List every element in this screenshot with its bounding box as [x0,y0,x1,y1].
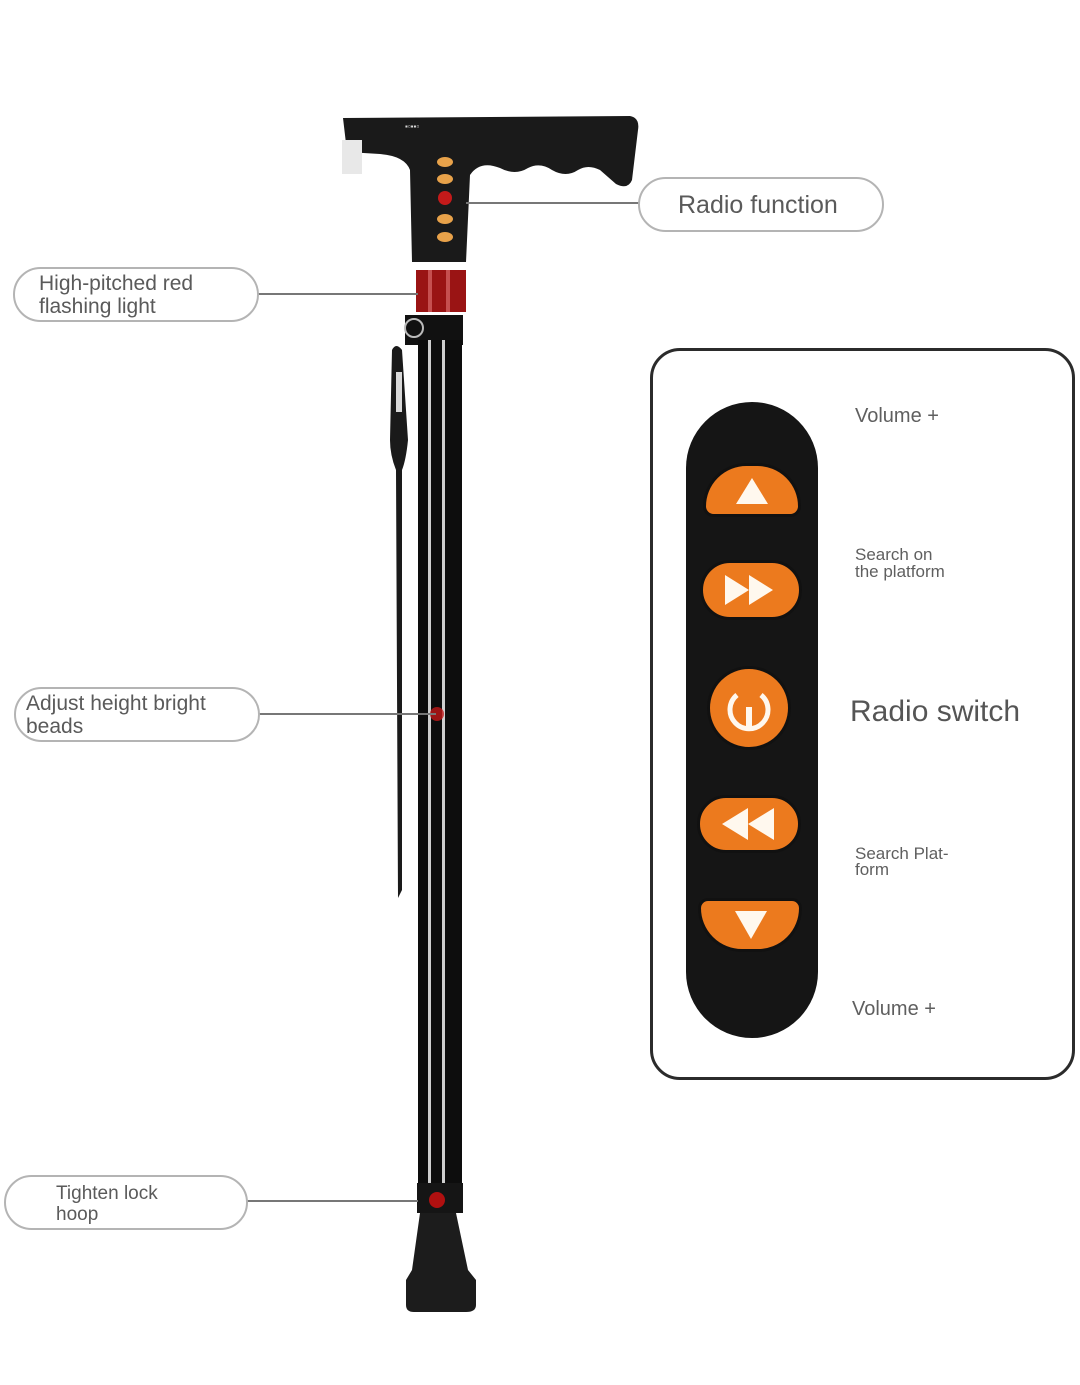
search-next-button[interactable] [700,560,802,620]
cane-handle [343,116,639,262]
handle-button-power [438,191,452,205]
search-prev-button[interactable] [697,795,801,853]
handle-button-4 [437,214,453,224]
radio-function-label: Radio function [678,191,838,219]
lock-hoop-label-line2: hoop [56,1204,99,1225]
height-beads-label-line1: Adjust height bright [26,692,206,715]
red-light-label-line2: flashing light [39,295,156,318]
handle-button-5 [437,232,453,242]
fast-forward-icon [725,575,773,605]
power-icon [727,693,771,732]
search-next-label-line2: the platform [855,562,945,581]
lock-hoop-leader-line [246,1200,418,1202]
search-prev-label-line1: Search Plat- [855,844,949,863]
volume-up-label: Volume + [855,405,939,427]
handle-button-1 [437,157,453,167]
radio-function-callout: Radio function [638,177,884,232]
svg-text:▪▫▪▪▫: ▪▫▪▪▫ [405,122,419,131]
radio-function-leader-line [466,202,640,204]
search-next-label-line1: Search on [855,545,933,564]
volume-up-button[interactable] [703,463,801,517]
volume-down-label: Volume + [852,998,936,1020]
wrist-strap [390,346,408,898]
red-light-leader-line [258,293,418,295]
radio-power-button[interactable] [707,666,791,750]
flashlight-lens [342,140,362,174]
handle-button-2 [437,174,453,184]
volume-down-button[interactable] [698,898,802,952]
height-bright-bead [430,707,444,721]
rewind-icon [722,808,774,840]
red-light-callout: High-pitched red flashing light [13,267,259,322]
red-flashing-light [416,270,466,312]
lock-hoop-label-line1: Tighten lock [56,1183,158,1204]
radio-switch-label: Radio switch [850,695,1021,728]
search-prev-label-line2: form [855,860,889,879]
triangle-up-icon [736,478,768,504]
red-light-label-line1: High-pitched red [39,272,194,295]
height-beads-label-line2: beads [26,715,84,738]
rubber-tip [406,1213,476,1312]
height-beads-leader-line [258,713,436,715]
triangle-down-icon [735,911,767,939]
height-beads-callout: Adjust height bright beads [14,687,260,742]
cane-shaft [418,340,462,1190]
lock-hoop-callout: Tighten lock hoop [4,1175,248,1230]
